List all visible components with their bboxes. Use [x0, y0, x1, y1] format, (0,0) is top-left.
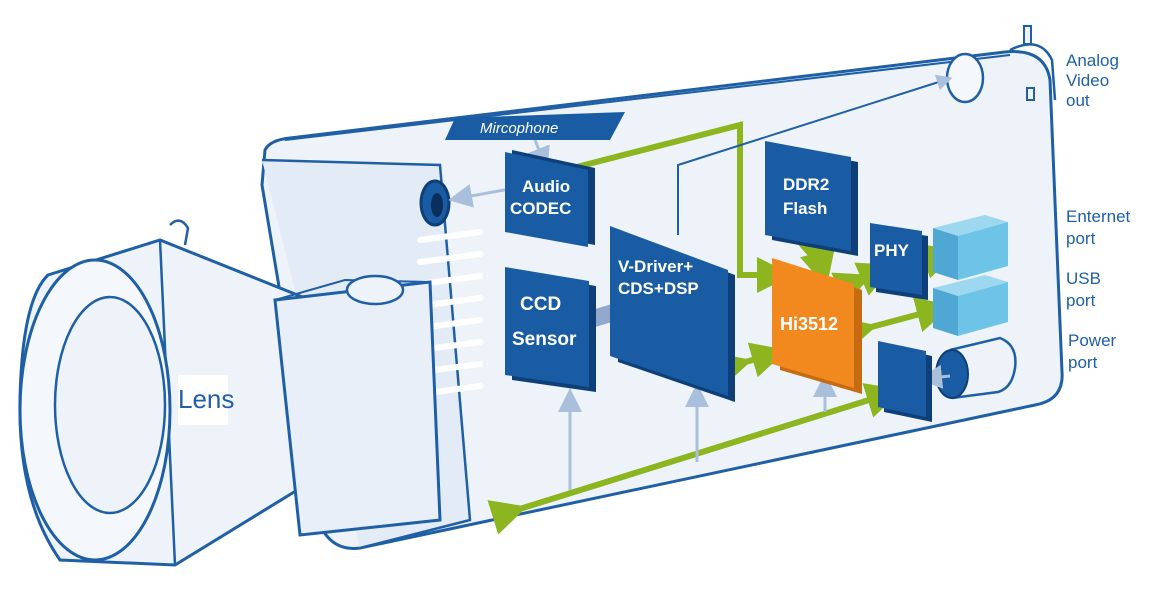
- phy-label: PHY: [874, 241, 910, 260]
- codec-bus: [543, 121, 793, 293]
- power-port-label: Power port: [1068, 331, 1117, 372]
- vdriver-line2: CDS+DSP: [618, 279, 699, 298]
- ccd-sensor-chip: CCD Sensor: [505, 267, 596, 392]
- usb-port-label: USB port: [1066, 269, 1101, 310]
- svg-text:Analog: Analog: [1066, 51, 1119, 70]
- svg-text:Video: Video: [1066, 71, 1109, 90]
- vdriver-line1: V-Driver+: [618, 257, 693, 276]
- power-jack: [935, 336, 1017, 400]
- svg-text:port: port: [1066, 291, 1096, 310]
- svg-text:port: port: [1066, 229, 1096, 248]
- lens-assembly: Lens: [18, 219, 442, 567]
- dsp-soc-link: [712, 342, 788, 388]
- audio-codec-line1: Audio: [522, 177, 570, 196]
- microphone-label: Mircophone: [480, 120, 558, 137]
- ethernet-port-label: Enternet port: [1066, 207, 1131, 248]
- svg-text:out: out: [1066, 91, 1090, 110]
- ddr2-flash-chip: DDR2 Flash: [765, 141, 858, 256]
- lens-label: Lens: [178, 384, 234, 414]
- svg-text:port: port: [1068, 353, 1098, 372]
- lens-mount: [273, 280, 442, 537]
- housing-top-edge: [284, 54, 1011, 141]
- soc-usb-link: [837, 297, 953, 353]
- hi3512-soc: Hi3512: [772, 258, 862, 394]
- ddr2-line2: Flash: [783, 199, 827, 218]
- ddr2-line1: DDR2: [783, 175, 829, 194]
- svg-text:Power: Power: [1068, 331, 1117, 350]
- microphone-banner: Mircophone: [445, 112, 625, 140]
- svg-text:USB: USB: [1066, 269, 1101, 288]
- analog-video-line: [677, 74, 953, 235]
- analog-video-connector: [945, 52, 985, 104]
- audio-codec-chip: Audio CODEC: [505, 150, 595, 247]
- phy-chip: PHY: [870, 223, 928, 300]
- usb-port-block: [933, 275, 1008, 336]
- soc-label: Hi3512: [780, 314, 838, 334]
- ccd-sensor-line1: CCD: [520, 294, 561, 315]
- ethernet-port-block: [933, 215, 1008, 280]
- audio-codec-line2: CODEC: [510, 199, 571, 218]
- vdriver-dsp-chip: V-Driver+ CDS+DSP: [610, 226, 735, 402]
- analog-video-label: Analog Video out: [1066, 51, 1119, 110]
- ccd-sensor-line2: Sensor: [512, 329, 577, 350]
- power-block: [878, 341, 932, 422]
- ddr2-soc-link: [795, 232, 835, 288]
- svg-text:Enternet: Enternet: [1066, 207, 1131, 226]
